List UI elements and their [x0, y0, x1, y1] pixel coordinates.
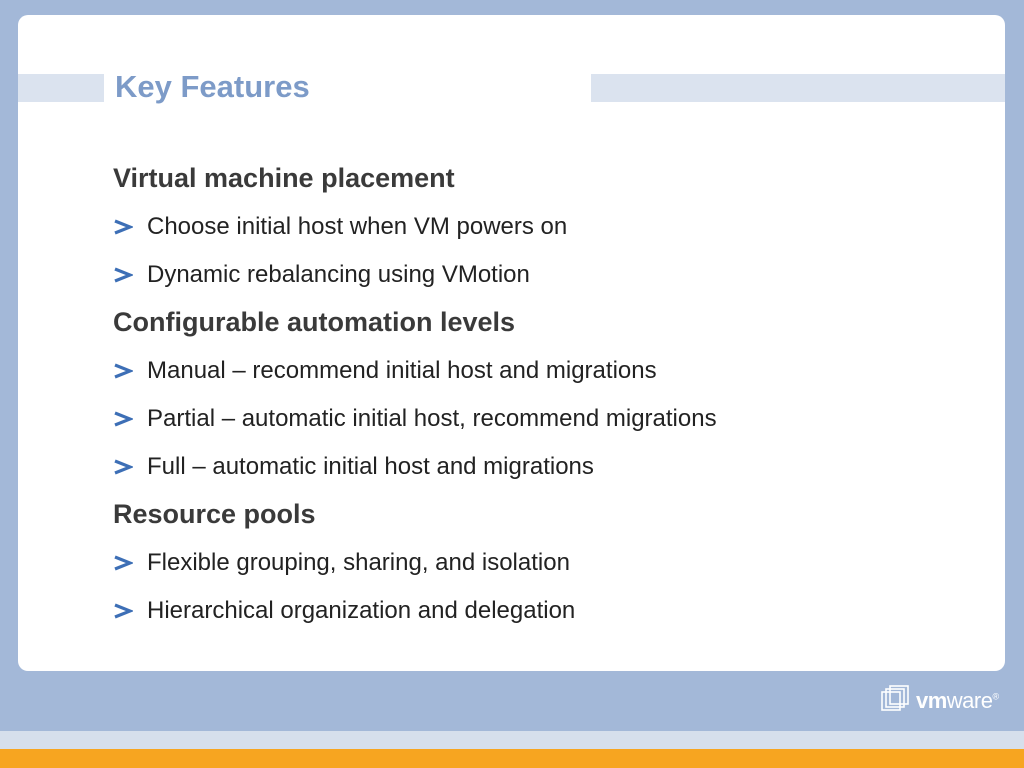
bullet-item: Manual – recommend initial host and migr… — [113, 352, 973, 389]
vmware-logo: vmware® — [880, 684, 999, 719]
bullet-text: Dynamic rebalancing using VMotion — [147, 261, 530, 288]
bullet-item: Full – automatic initial host and migrat… — [113, 448, 973, 485]
vmware-boxes-icon — [880, 684, 910, 719]
section-vm-placement: Virtual machine placement Choose initial… — [113, 160, 973, 293]
bullet-item: Flexible grouping, sharing, and isolatio… — [113, 544, 973, 581]
bullet-text: Manual – recommend initial host and migr… — [147, 357, 657, 384]
footer-stripe-orange — [0, 749, 1024, 768]
title-band-right — [591, 74, 1005, 102]
vmware-wordmark: vmware® — [916, 688, 999, 713]
section-resource-pools: Resource pools Flexible grouping, sharin… — [113, 496, 973, 629]
slide-content: Virtual machine placement Choose initial… — [113, 160, 973, 640]
chevron-right-icon — [113, 256, 147, 293]
section-automation-levels: Configurable automation levels Manual – … — [113, 304, 973, 485]
chevron-right-icon — [113, 208, 147, 245]
title-band-left — [18, 74, 104, 102]
bullet-item: Hierarchical organization and delegation — [113, 592, 973, 629]
chevron-right-icon — [113, 592, 147, 629]
bullet-text: Choose initial host when VM powers on — [147, 213, 568, 240]
slide-card — [18, 15, 1005, 671]
slide-title: Key Features — [115, 69, 310, 104]
bullet-text: Hierarchical organization and delegation — [147, 597, 576, 624]
section-heading: Virtual machine placement — [113, 163, 455, 193]
bullet-item: Partial – automatic initial host, recomm… — [113, 400, 973, 437]
bullet-item: Choose initial host when VM powers on — [113, 208, 973, 245]
chevron-right-icon — [113, 544, 147, 581]
chevron-right-icon — [113, 448, 147, 485]
bullet-text: Flexible grouping, sharing, and isolatio… — [147, 549, 570, 576]
bullet-text: Partial – automatic initial host, recomm… — [147, 405, 717, 432]
footer-stripe-light — [0, 731, 1024, 749]
chevron-right-icon — [113, 352, 147, 389]
chevron-right-icon — [113, 400, 147, 437]
section-heading: Configurable automation levels — [113, 307, 516, 337]
bullet-text: Full – automatic initial host and migrat… — [147, 453, 594, 480]
bullet-item: Dynamic rebalancing using VMotion — [113, 256, 973, 293]
section-heading: Resource pools — [113, 499, 316, 529]
